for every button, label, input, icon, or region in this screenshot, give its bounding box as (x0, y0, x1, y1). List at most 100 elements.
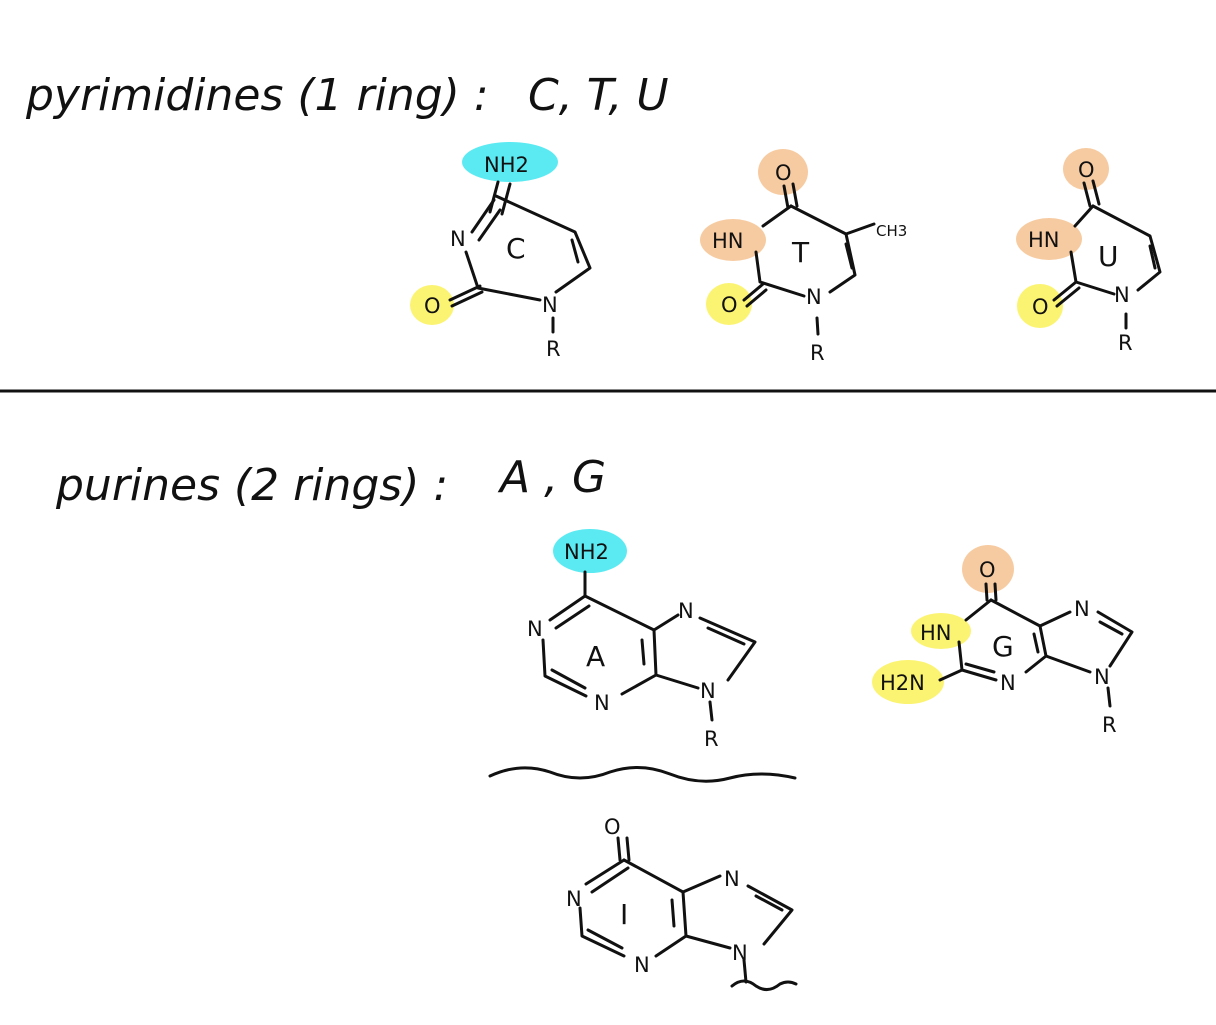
thymine-bond (789, 204, 857, 294)
cytosine-n1-label: N (542, 293, 558, 317)
inosine-bond (742, 958, 748, 984)
adenine-n1-label: N (527, 617, 543, 641)
thymine-oxygen2-label: O (721, 293, 738, 317)
adenine-structure: NH2 N A N N N R (488, 529, 797, 783)
guanine-n7-label: N (1074, 597, 1090, 621)
adenine-amine-label: NH2 (564, 540, 609, 564)
inosine-n1-label: N (566, 887, 582, 911)
heading-purine-list: A , G (497, 452, 606, 503)
thymine-bond (754, 250, 806, 298)
uracil-bond (1091, 204, 1162, 292)
thymine-r-label: R (810, 341, 825, 365)
guanine-hn-highlight (911, 613, 971, 649)
adenine-bond (652, 613, 680, 632)
thymine-hn-highlight (700, 219, 766, 261)
inosine-oxygen-label: O (604, 815, 621, 839)
thymine-ring-label: T (791, 236, 810, 269)
heading-pyrimidine-list: C, T, U (528, 70, 669, 121)
uracil-structure: O HN U N O R (1016, 148, 1162, 355)
adenine-bond (698, 616, 757, 682)
thymine-bond (844, 222, 876, 236)
inosine-bond (681, 874, 722, 894)
thymine-oxygen-highlight (758, 149, 808, 195)
guanine-bond (1038, 610, 1072, 628)
inosine-ring-label: I (620, 898, 628, 931)
guanine-oxygen-label: O (979, 558, 996, 582)
cytosine-ring-label: C (506, 232, 526, 265)
uracil-hn-highlight (1016, 218, 1082, 260)
uracil-n-label: N (1114, 283, 1130, 307)
cytosine-r-label: R (546, 337, 561, 361)
cytosine-oxygen-label: O (424, 294, 441, 318)
thymine-methyl-label: CH3 (876, 222, 907, 240)
adenine-bond (583, 594, 658, 696)
guanine-hn-label: HN (920, 621, 952, 645)
guanine-bond (984, 582, 998, 602)
thymine-oxygen2-highlight (706, 283, 752, 325)
guanine-bond (1096, 610, 1134, 668)
guanine-structure: O HN H2N G N N N R (872, 545, 1134, 737)
uracil-ring-label: U (1098, 240, 1119, 273)
thymine-structure: O HN CH3 T N O R (700, 149, 907, 365)
thymine-bond (844, 242, 854, 270)
inosine-n3-label: N (634, 953, 650, 977)
inosine-bond (578, 906, 626, 958)
guanine-n9-label: N (1094, 665, 1110, 689)
thymine-oxygen-label: O (775, 161, 792, 185)
cytosine-bond (470, 198, 502, 242)
inosine-bond (616, 836, 631, 862)
uracil-oxygen-label: O (1078, 158, 1095, 182)
adenine-amine-highlight (553, 529, 627, 573)
thymine-bond (761, 204, 793, 228)
guanine-bond (1106, 686, 1112, 708)
adenine-bond (541, 638, 588, 698)
guanine-bond (1032, 632, 1040, 654)
heading-pyrimidines: pyrimidines (1 ring) : (25, 70, 489, 121)
guanine-bond (989, 598, 1048, 674)
heading-purines: purines (2 rings) : (55, 460, 448, 511)
inosine-bond (584, 858, 630, 894)
uracil-bond (1073, 204, 1095, 228)
adenine-ring-label: A (586, 640, 605, 673)
cytosine-structure: NH2 N C N O R (410, 142, 592, 361)
cytosine-amine-highlight (462, 142, 558, 182)
uracil-oxygen2-highlight (1017, 284, 1063, 328)
adenine-bond (708, 700, 714, 722)
cytosine-bond (448, 284, 484, 308)
separator-wavy-line (488, 766, 797, 783)
adenine-bond (654, 673, 700, 690)
inosine-structure: O N I N N N (566, 815, 798, 991)
inosine-bond (684, 934, 732, 950)
guanine-ring-label: G (992, 630, 1014, 663)
thymine-bond (742, 282, 768, 308)
cytosine-amine-label: NH2 (484, 153, 529, 177)
adenine-n3-label: N (594, 691, 610, 715)
adenine-n9-label: N (700, 679, 716, 703)
inosine-bond (622, 858, 688, 958)
cytosine-n3-label: N (450, 227, 466, 251)
adenine-bond (640, 638, 646, 666)
thymine-bond (815, 316, 820, 336)
guanine-bond (964, 598, 993, 622)
uracil-oxygen-highlight (1063, 148, 1109, 190)
adenine-r-label: R (704, 727, 719, 751)
guanine-oxygen-highlight (962, 545, 1014, 593)
thymine-hn-label: HN (712, 229, 744, 253)
uracil-bond (1082, 179, 1101, 208)
inosine-n9-label: N (732, 941, 748, 965)
cytosine-bond (494, 194, 592, 294)
inosine-bond (746, 884, 794, 946)
inosine-bond (670, 898, 676, 928)
uracil-bond (1052, 280, 1081, 308)
adenine-n7-label: N (678, 599, 694, 623)
inosine-n7-label: N (724, 867, 740, 891)
thymine-bond (782, 182, 799, 210)
guanine-bond (938, 668, 964, 682)
uracil-r-label: R (1118, 331, 1133, 355)
inosine-wavy-bond (730, 979, 798, 991)
guanine-n3-label: N (1000, 671, 1016, 695)
uracil-bond (1148, 244, 1157, 270)
guanine-bond (957, 640, 998, 682)
guanine-amine-label: H2N (880, 671, 925, 695)
